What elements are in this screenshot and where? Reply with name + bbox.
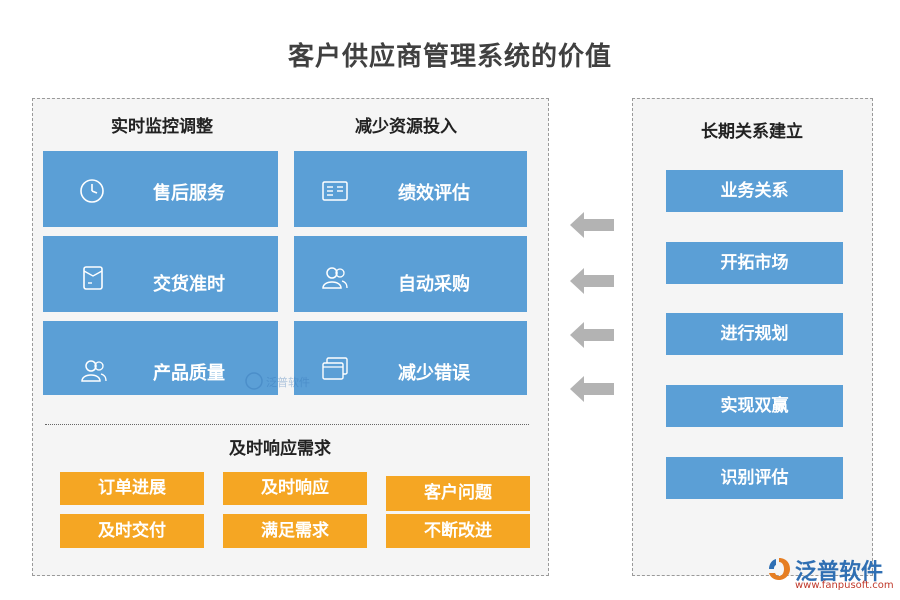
item-planning: 进行规划: [666, 313, 843, 355]
tag-customer-issues: 客户问题: [386, 476, 530, 511]
section-heading-response: 及时响应需求: [229, 439, 331, 459]
section-heading-monitor: 实时监控调整: [111, 117, 213, 137]
card-label: 减少错误: [398, 363, 470, 384]
arrow-left-icon: [570, 268, 614, 294]
item-win-win: 实现双赢: [666, 385, 843, 427]
card-performance-evaluation: 绩效评估: [294, 151, 527, 227]
card-label: 自动采购: [398, 274, 470, 295]
arrow-left-icon: [570, 322, 614, 348]
tag-meet-demand: 满足需求: [223, 514, 367, 548]
card-reduce-errors: 减少错误: [294, 321, 527, 395]
section-heading-long-term: 长期关系建立: [701, 122, 803, 142]
item-business-relations: 业务关系: [666, 170, 843, 212]
card-on-time-delivery: 交货准时: [43, 236, 278, 312]
user-group-icon: [322, 267, 348, 289]
brand-url: www.fanpusoft.com: [795, 580, 894, 591]
page-title: 客户供应商管理系统的价值: [287, 42, 612, 72]
card-label: 售后服务: [153, 183, 225, 204]
form-icon: [322, 181, 348, 201]
arrow-left-icon: [570, 212, 614, 238]
users-icon: [81, 360, 107, 382]
section-heading-reduce: 减少资源投入: [355, 117, 457, 137]
document-icon: [83, 266, 103, 290]
brand-logo-icon: [769, 558, 790, 580]
arrow-left-icon: [570, 376, 614, 402]
card-label: 产品质量: [153, 363, 225, 384]
tag-order-progress: 订单进展: [60, 472, 204, 505]
card-after-sales: 售后服务: [43, 151, 278, 227]
watermark-text: 泛普软件: [266, 375, 310, 389]
clock-icon: [80, 179, 104, 203]
window-stack-icon: [322, 357, 348, 380]
item-expand-market: 开拓市场: [666, 242, 843, 284]
tag-timely-delivery: 及时交付: [60, 514, 204, 548]
card-auto-procurement: 自动采购: [294, 236, 527, 312]
section-divider: [45, 424, 529, 425]
tag-continuous-improvement: 不断改进: [386, 514, 530, 548]
card-label: 绩效评估: [398, 183, 470, 204]
tag-timely-response: 及时响应: [223, 472, 367, 505]
card-product-quality: 产品质量: [43, 321, 278, 395]
watermark-logo-icon: 泛普软件: [245, 372, 310, 390]
item-identify-evaluate: 识别评估: [666, 457, 843, 499]
card-label: 交货准时: [153, 274, 225, 295]
brand-name: 泛普软件: [795, 560, 884, 585]
